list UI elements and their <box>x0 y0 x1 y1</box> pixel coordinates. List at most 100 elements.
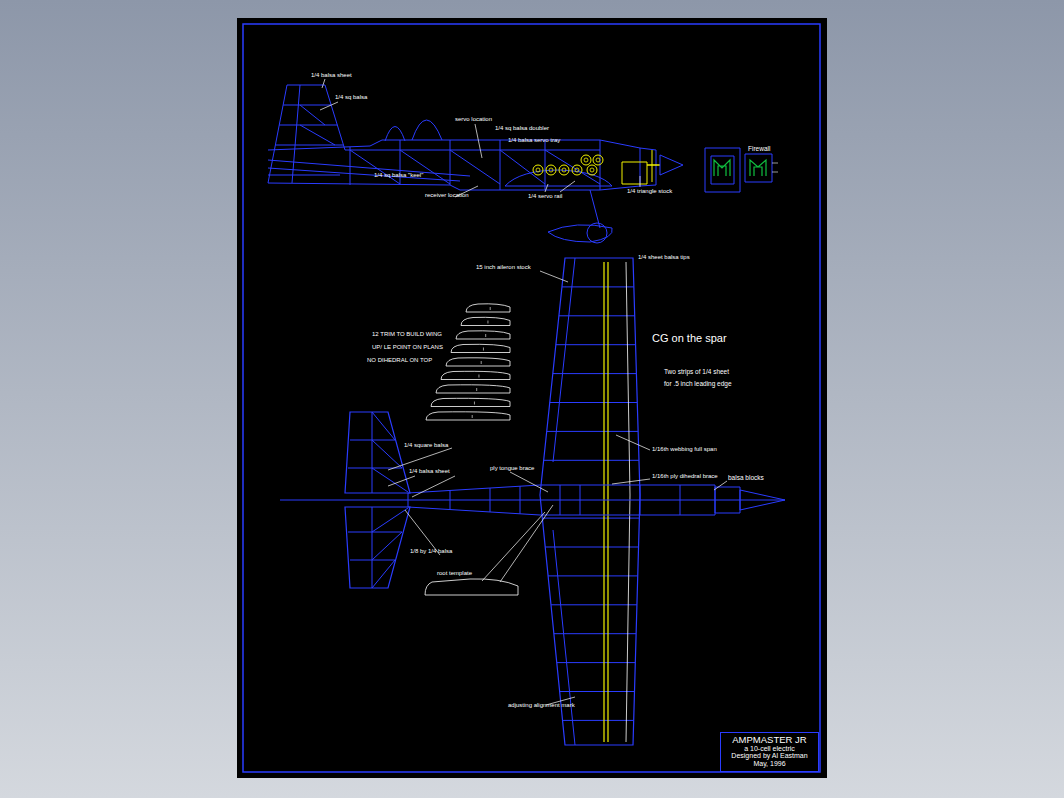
stabilizer-side <box>268 175 340 176</box>
title-line: May, 1996 <box>725 760 814 767</box>
leader-line <box>540 271 568 282</box>
callout-label: root template <box>437 570 472 577</box>
wing-rib <box>548 575 638 576</box>
prop <box>652 150 653 182</box>
leader-line <box>482 512 545 581</box>
leader-line <box>640 176 641 187</box>
callout-label: balsa blocks <box>728 474 764 481</box>
fuselage-diagonal <box>545 150 600 184</box>
fin-brace <box>300 125 335 145</box>
battery-cell <box>559 165 569 175</box>
spar-notch <box>483 348 484 351</box>
wing-rib <box>550 402 638 403</box>
prop-shaft <box>647 164 660 166</box>
callout-label: 1/4 servo rail <box>528 193 562 200</box>
callout-label: 1/4 triangle stock <box>627 188 672 195</box>
leader-line <box>714 481 727 490</box>
stab-brace <box>372 532 402 560</box>
spar-notch <box>474 402 475 405</box>
callout-label: 1/4 sq balsa "keel" <box>374 172 423 179</box>
fuselage-diagonal <box>400 150 450 184</box>
leader-line <box>510 472 548 492</box>
spar-notch <box>481 361 482 364</box>
wing-rib <box>560 691 635 692</box>
root-template <box>425 579 518 595</box>
wing-rib <box>556 344 636 345</box>
stab-rib <box>372 468 402 469</box>
rib-template <box>446 358 510 366</box>
stabilizer <box>345 412 410 493</box>
centerline <box>280 500 785 501</box>
firewall-view <box>705 148 740 192</box>
battery-cell <box>581 155 591 165</box>
wing-rib <box>553 373 637 374</box>
callout-label: for .5 inch leading edge <box>664 380 732 387</box>
callout-label: 1/4 sq balsa <box>335 94 367 101</box>
battery-cell <box>549 168 553 172</box>
spar-notch <box>476 388 477 391</box>
leader-line <box>388 476 415 486</box>
battery-cell <box>590 168 594 172</box>
firewall-view <box>745 154 772 182</box>
callout-label: 1/4 sheet balsa tips <box>638 254 690 261</box>
leader-line <box>616 435 650 450</box>
fin-rib <box>279 125 337 126</box>
stab-brace <box>372 412 395 440</box>
spar-notch <box>472 415 473 418</box>
elevator-hinge <box>372 507 373 588</box>
elevator-rib <box>348 468 372 469</box>
aileron-hinge <box>553 530 575 745</box>
callout-label: 12 TRIM TO BUILD WING <box>372 331 442 338</box>
rib-template <box>461 317 510 325</box>
callout-label: ply tongue brace <box>490 465 534 472</box>
canopy <box>412 120 442 140</box>
fuselage-former <box>450 490 451 509</box>
firewall-side <box>656 150 657 185</box>
wing-rib <box>551 604 637 605</box>
title-block: AMPMASTER JRa 10-cell electricDesigned b… <box>720 732 819 772</box>
motor-mount <box>750 160 766 176</box>
canopy <box>385 127 405 142</box>
callout-label: servo location <box>455 116 492 123</box>
rib-template <box>426 412 510 420</box>
stab-rib <box>372 560 395 561</box>
wing-rib <box>554 633 636 634</box>
fuselage-top <box>268 140 656 150</box>
firewall-view <box>711 156 734 184</box>
title-line: a 10-cell electric <box>725 745 814 752</box>
wing-rib <box>563 720 634 721</box>
callout-label: 1/4 square balsa <box>404 442 448 449</box>
spar <box>607 262 608 742</box>
callout-label: 1/4 balsa servo tray <box>508 137 560 144</box>
fuselage-former <box>560 485 561 515</box>
fuselage-frame <box>500 140 501 190</box>
fuselage-frame <box>400 140 401 185</box>
leader-line <box>500 505 553 582</box>
motor <box>622 162 647 184</box>
leader-line <box>322 79 325 88</box>
stab-brace <box>372 508 408 532</box>
fuselage-frame <box>350 147 351 185</box>
wing-rib <box>542 518 639 519</box>
wing-rib <box>559 315 635 316</box>
landing-gear <box>590 190 600 228</box>
wing-outline <box>540 258 640 745</box>
fin-brace <box>300 105 325 125</box>
callout-label: 1/4 sq balsa doubler <box>495 125 549 132</box>
leader-line <box>320 102 338 110</box>
fuselage-diagonal <box>500 150 545 184</box>
callout-label: 1/4 balsa sheet <box>311 72 352 79</box>
fuselage-former <box>520 486 521 514</box>
callout-label: 15 inch aileron stock <box>476 264 531 271</box>
longeron <box>345 150 600 151</box>
leader-line <box>612 479 650 484</box>
fuselage-diagonal <box>450 150 500 184</box>
fin-rib <box>283 105 331 106</box>
sheet-border <box>243 24 820 772</box>
fuselage-former <box>640 485 641 515</box>
stab-rib <box>372 532 402 533</box>
spar-notch <box>478 375 479 378</box>
callout-label: UP/ LE POINT ON PLANS <box>372 344 443 351</box>
wing-rib <box>547 431 638 432</box>
